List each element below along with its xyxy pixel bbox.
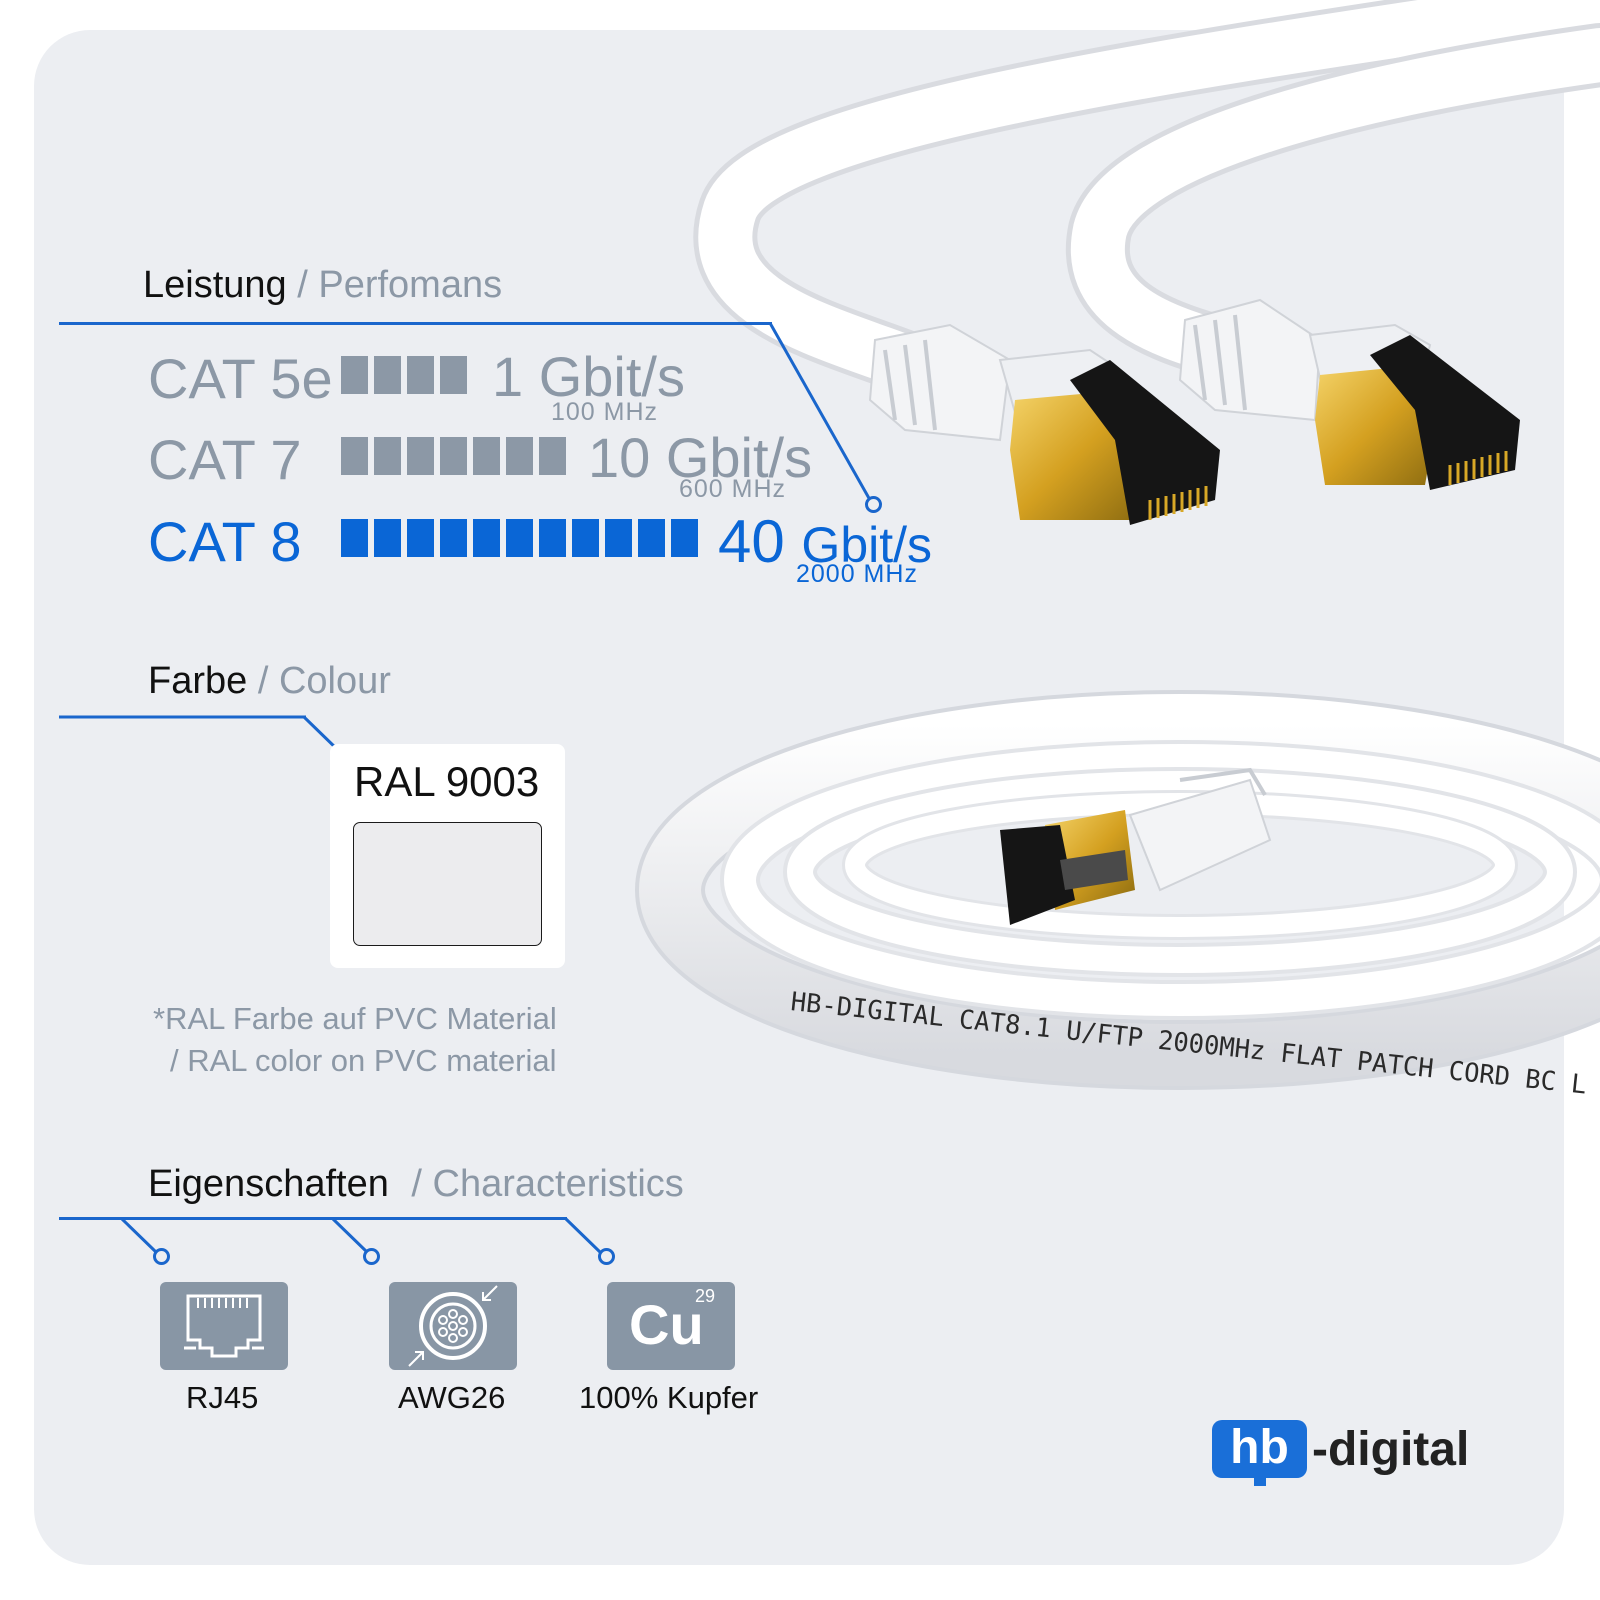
- characteristics-connector-dot: [598, 1248, 615, 1265]
- speed-number: 40 Gbit/s: [718, 508, 933, 575]
- bar-segment: [506, 437, 533, 475]
- frequency-value: 600 MHz: [679, 475, 787, 503]
- logo-hb-mark: hb: [1212, 1420, 1307, 1486]
- bar-segment: [407, 356, 434, 394]
- bar-segment: [374, 519, 401, 557]
- frequency-value: 2000 MHz: [796, 560, 918, 588]
- characteristics-heading: Eigenschaften / Characteristics: [148, 1163, 684, 1206]
- performance-rule: [59, 322, 772, 325]
- bar-segment: [341, 356, 368, 394]
- rj45-label: RJ45: [186, 1380, 259, 1415]
- bar-segment: [341, 519, 368, 557]
- logo-wordmark: -digital: [1312, 1423, 1470, 1476]
- bar-segment: [440, 356, 467, 394]
- rj45-connector-coil: [1000, 767, 1272, 925]
- cat-label: CAT 5e: [148, 347, 333, 410]
- bar-segment: [638, 519, 665, 557]
- speed-bar: [341, 356, 467, 394]
- upper-cable-loops: [693, 0, 1600, 392]
- rj45-port-icon: [160, 1282, 288, 1370]
- bar-segment: [473, 437, 500, 475]
- bar-segment: [605, 519, 632, 557]
- bar-segment: [671, 519, 698, 557]
- colour-heading: Farbe / Colour: [148, 660, 391, 703]
- cat-label: CAT 8: [148, 510, 302, 573]
- copper-label: 100% Kupfer: [579, 1380, 759, 1415]
- performance-heading: Leistung / Perfomans: [143, 264, 502, 307]
- bar-segment: [374, 437, 401, 475]
- coiled-flat-cable: [635, 690, 1600, 1090]
- bar-segment: [572, 519, 599, 557]
- speed-value: 40 Gbit/s: [718, 507, 932, 576]
- cat-label: CAT 7: [148, 428, 302, 491]
- colour-note-line1: *RAL Farbe auf PVC Material: [153, 1001, 557, 1036]
- bar-segment: [407, 437, 434, 475]
- speed-bar: [341, 519, 698, 557]
- speed-bar: [341, 437, 566, 475]
- rj45-connector-right: [1178, 298, 1520, 490]
- speed-value: 1 Gbit/s: [492, 345, 685, 408]
- frequency-value: 100 MHz: [551, 398, 659, 426]
- copper-element-icon: Cu 29: [607, 1282, 735, 1370]
- colour-heading-main: Farbe: [148, 660, 248, 702]
- characteristics-rule: [59, 1217, 567, 1220]
- characteristics-heading-main: Eigenschaften: [148, 1163, 389, 1205]
- colour-heading-sub: / Colour: [257, 660, 391, 702]
- colour-swatch-card: RAL 9003: [330, 744, 565, 968]
- rj45-connector-left: [868, 323, 1220, 525]
- bar-segment: [539, 437, 566, 475]
- characteristics-heading-sub: / Characteristics: [411, 1163, 684, 1205]
- bar-segment: [407, 519, 434, 557]
- copper-symbol: Cu: [629, 1293, 704, 1356]
- copper-atomic-number: 29: [695, 1286, 716, 1306]
- speed-value: 10 Gbit/s: [588, 426, 813, 489]
- bar-segment: [506, 519, 533, 557]
- bar-segment: [374, 356, 401, 394]
- ral-code: RAL 9003: [354, 758, 540, 805]
- colour-note-line2: / RAL color on PVC material: [170, 1043, 557, 1078]
- performance-connector-dot: [865, 496, 882, 513]
- bar-segment: [341, 437, 368, 475]
- characteristics-connector-dot: [153, 1248, 170, 1265]
- bar-segment: [539, 519, 566, 557]
- performance-heading-main: Leistung: [143, 264, 287, 306]
- awg26-label: AWG26: [398, 1380, 506, 1415]
- colour-swatch: [353, 822, 542, 946]
- bar-segment: [440, 437, 467, 475]
- performance-heading-sub: / Perfomans: [297, 264, 503, 306]
- cable-cross-section-icon: [389, 1282, 517, 1370]
- characteristics-connector-dot: [363, 1248, 380, 1265]
- bar-segment: [440, 519, 467, 557]
- bar-segment: [473, 519, 500, 557]
